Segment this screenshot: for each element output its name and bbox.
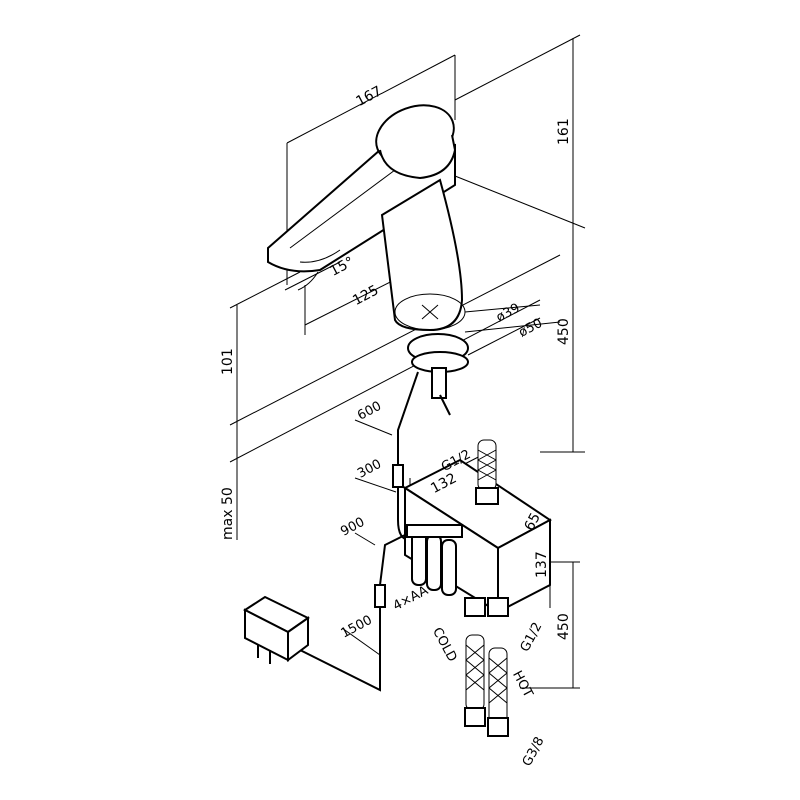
hose-hot: [487, 597, 509, 737]
dim-dia-50: ø50: [516, 316, 545, 341]
dim-1500: 1500: [339, 613, 375, 642]
dim-max-50: max 50: [220, 487, 236, 540]
dim-600: 600: [355, 399, 384, 424]
thread-g38-label: G3/8: [520, 735, 548, 769]
dim-125: 125: [350, 282, 381, 309]
hose-cold: [464, 597, 486, 727]
faucet-body: [267, 104, 469, 416]
dim-101: 101: [220, 348, 236, 375]
inlet-hose-top: [475, 439, 499, 505]
hot-label: HOT: [509, 668, 535, 700]
dim-65: 65: [521, 510, 543, 533]
cables: [299, 371, 419, 692]
dim-900: 900: [338, 515, 367, 540]
dim-450-top: 450: [556, 318, 572, 345]
batteries-label: 4×AA: [391, 583, 431, 614]
dim-300: 300: [355, 457, 384, 482]
power-adapter: [243, 595, 310, 664]
dim-dia-39: ø39: [494, 301, 523, 326]
cold-label: COLD: [429, 625, 459, 664]
dim-137: 137: [534, 551, 550, 578]
dim-167: 167: [353, 83, 384, 110]
dim-161: 161: [556, 118, 572, 145]
battery-pack: [406, 524, 463, 596]
dim-450-hose: 450: [556, 613, 572, 640]
thread-g12-bottom-label: G1/2: [518, 620, 546, 654]
